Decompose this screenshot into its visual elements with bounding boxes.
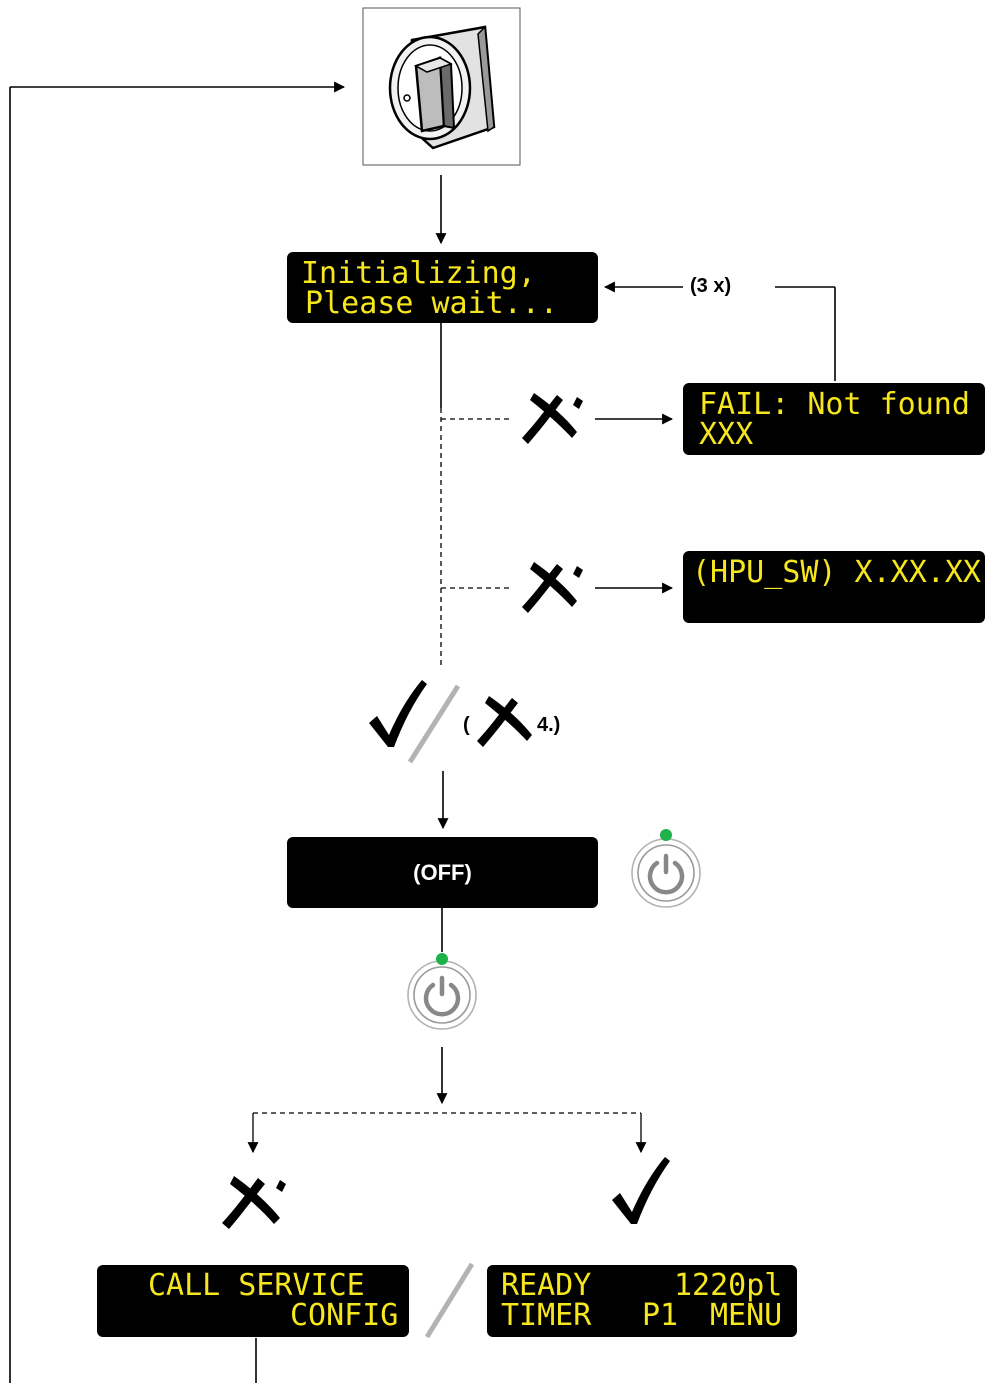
lcd-off: (OFF) — [287, 837, 598, 908]
lcd-line-2: CONFIG — [290, 1298, 399, 1333]
lcd-line-1: CALL SERVICE — [148, 1268, 365, 1303]
retry-count-label: (3 x) — [690, 275, 732, 297]
lcd-ready-status: READY — [501, 1268, 592, 1303]
lcd-line-2: Please wait... — [287, 286, 558, 321]
return-connector — [9, 81, 346, 1383]
retry-connector — [603, 281, 836, 381]
lcd-line-2: XXX — [699, 417, 754, 452]
lcd-call-service: CALL SERVICE CONFIG — [97, 1265, 409, 1337]
lcd-ready-program: P1 — [642, 1298, 679, 1333]
cross-mark-icon — [522, 562, 583, 613]
init-dashed-branches — [440, 408, 510, 665]
main-switch-image — [362, 7, 521, 166]
lcd-line-1: Initializing, — [301, 256, 536, 291]
cross-mark-icon — [522, 393, 583, 444]
status-led — [660, 829, 672, 841]
fail-arrows — [595, 413, 674, 594]
cross-mark-icon — [477, 696, 532, 747]
lcd-line-1: (HPU_SW) X.XX.XX — [692, 555, 981, 590]
cross-mark-icon — [222, 1176, 286, 1229]
step-reference-label: 4.) — [537, 714, 561, 736]
lcd-ready-menu: MENU — [710, 1298, 783, 1333]
lcd-off-text: (OFF) — [413, 859, 472, 885]
rotary-main-switch-icon — [388, 25, 496, 150]
lcd-fail-not-found: FAIL: Not found XXX — [683, 383, 985, 455]
lcd-initializing: Initializing, Please wait... — [287, 252, 598, 323]
status-led — [436, 953, 448, 965]
separator-slash — [424, 1262, 475, 1339]
power-button-icon — [407, 953, 477, 1030]
paren-open-label: ( — [463, 714, 470, 736]
lcd-ready: READY 1220pl TIMER P1 MENU — [487, 1265, 797, 1337]
check-mark-icon — [612, 1157, 670, 1224]
lcd-line-1: FAIL: Not found — [699, 387, 970, 422]
separator-slash — [407, 684, 461, 764]
lcd-ready-timer: TIMER — [501, 1298, 592, 1333]
result-split — [247, 1112, 647, 1154]
power-button-icon — [631, 829, 701, 908]
check-mark-icon — [369, 680, 427, 747]
lcd-hpu-sw-version: (HPU_SW) X.XX.XX — [683, 551, 985, 623]
lcd-ready-volume: 1220pl — [674, 1268, 783, 1303]
